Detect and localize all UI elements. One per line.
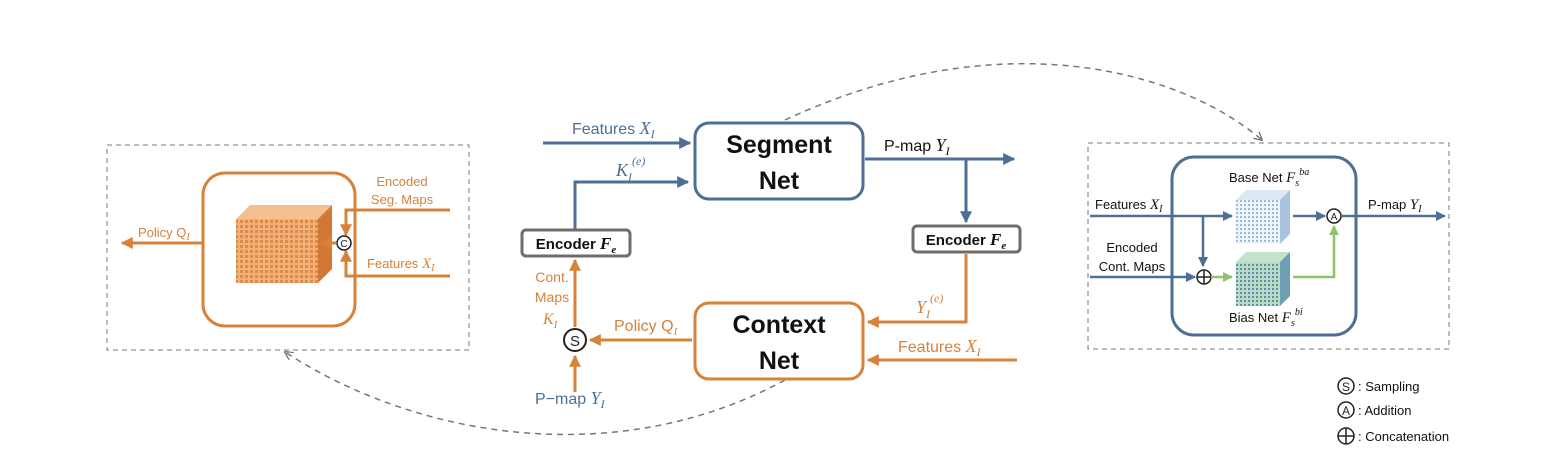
features-bottom-label: Features XI — [898, 336, 982, 359]
svg-text:S: S — [570, 333, 580, 350]
pmap-bottom-label: P−map YI — [535, 388, 606, 411]
bias-to-add-arrow — [1293, 225, 1339, 279]
k-arrow — [573, 176, 690, 229]
segment-net-detail-block — [1170, 155, 1358, 337]
svg-text:Encoder Fe: Encoder Fe — [536, 234, 617, 256]
y-encoded-label: YI(e) — [916, 291, 943, 321]
left-policy-label: Policy QI — [138, 225, 190, 243]
left-features-arrow — [340, 249, 450, 278]
encoded-cont-label-2: Cont. Maps — [1099, 259, 1166, 274]
sampling-node: S — [563, 328, 587, 352]
right-features-label: Features XI — [1095, 197, 1163, 215]
legend-sampling-label: : Sampling — [1358, 379, 1419, 394]
concat-plus-node — [1196, 269, 1212, 285]
context-net-label-1: Context — [732, 311, 826, 339]
segment-net-label-2: Net — [759, 167, 800, 195]
bias-net-label: Bias Net Fsbi — [1229, 307, 1303, 329]
bias-net-cube — [1236, 252, 1290, 306]
pmap-output-label: P-map YI — [884, 135, 951, 158]
segment-net-block: Segment Net — [693, 121, 865, 201]
svg-text:C: C — [340, 239, 347, 250]
features-top-label: Features XI — [572, 118, 656, 141]
cont-maps-label-1: Cont. — [535, 269, 568, 285]
encoder-left-block: Encoder Fe — [520, 228, 632, 258]
svg-text:Encoder Fe: Encoder Fe — [926, 230, 1007, 252]
base-net-cube — [1236, 190, 1290, 244]
dashed-link-top — [784, 62, 1262, 140]
svg-text:S: S — [1342, 380, 1350, 394]
segment-net-label-1: Segment — [726, 131, 832, 159]
cont-maps-var: KI — [542, 311, 559, 331]
context-feature-cube — [236, 205, 332, 283]
context-net-label-2: Net — [759, 347, 800, 375]
policy-label: Policy QI — [614, 318, 679, 338]
dashed-link-bottom — [285, 352, 786, 436]
encoder-right-block: Encoder Fe — [911, 224, 1022, 254]
svg-text:A: A — [1342, 404, 1350, 418]
svg-text:A: A — [1331, 212, 1338, 223]
legend-addition-label: : Addition — [1358, 403, 1412, 418]
encoded-seg-label-1: Encoded — [376, 174, 427, 189]
left-features-label: Features XI — [367, 256, 435, 274]
encoded-seg-label-2: Seg. Maps — [371, 192, 434, 207]
y-encoded-arrow — [866, 254, 968, 328]
right-pmap-label: P-map YI — [1368, 197, 1422, 215]
sampling-icon: S — [1337, 377, 1355, 395]
legend-concatenation-label: : Concatenation — [1358, 429, 1449, 444]
base-net-label: Base Net Fsba — [1229, 167, 1309, 189]
addition-icon: A — [1337, 401, 1355, 419]
concat-node-left: C — [336, 235, 352, 251]
encoded-seg-arrow — [340, 208, 450, 237]
left-detail-panel — [106, 144, 470, 351]
encoded-cont-label-1: Encoded — [1106, 240, 1157, 255]
k-label: KI(e) — [615, 154, 645, 184]
cont-maps-label-2: Maps — [535, 289, 569, 305]
addition-node: A — [1326, 208, 1342, 224]
context-net-block: Context Net — [693, 301, 865, 381]
legend: S : Sampling A : Addition : Concatenatio… — [1337, 377, 1449, 445]
right-detail-panel — [1087, 142, 1450, 350]
concatenation-icon — [1337, 427, 1355, 445]
